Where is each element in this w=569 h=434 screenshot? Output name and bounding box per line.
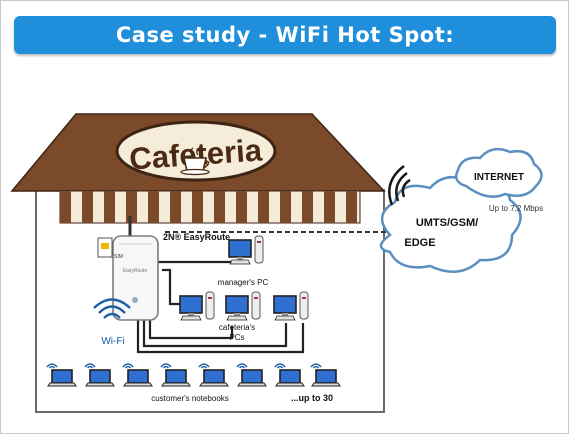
cafeteria-pc [179, 291, 215, 321]
notebooks-label: customer's notebooks [151, 394, 229, 403]
router-label: 2N® EasyRoute [163, 232, 230, 242]
mobile-signal-icon [388, 165, 411, 206]
internet-label: INTERNET [474, 172, 524, 183]
sim-card-icon: SIM [97, 237, 123, 260]
manager-pc-label: manager's PC [218, 278, 269, 287]
title-banner: Case study - WiFi Hot Spot: [14, 16, 556, 54]
cafeteria-pcs-label-line1: cafeteria's [219, 323, 255, 332]
sim-label: SIM [114, 254, 123, 260]
up-to-label: ...up to 30 [291, 393, 333, 403]
speed-label: Up to 7,2 Mbps [489, 204, 543, 213]
network-cables [136, 260, 305, 354]
manager-pc [228, 235, 264, 265]
internet-cloud [455, 147, 543, 198]
router-brand-text: EasyRoute [123, 268, 148, 274]
wifi-signal-icon [93, 298, 131, 319]
umts-label-line1: UMTS/GSM/ [416, 217, 478, 229]
cafeteria-pc [273, 291, 309, 321]
cafeteria-sign [115, 120, 277, 182]
easyroute-router [112, 216, 159, 321]
wifi-label: Wi-Fi [101, 336, 124, 347]
coffee-cup-icon [180, 147, 210, 176]
cafeteria-pc [225, 291, 261, 321]
awning [59, 190, 361, 224]
umts-cloud [379, 176, 522, 273]
umts-label-line2: EDGE [404, 237, 435, 249]
cafeteria-pcs-label-line2: PCs [229, 333, 244, 342]
